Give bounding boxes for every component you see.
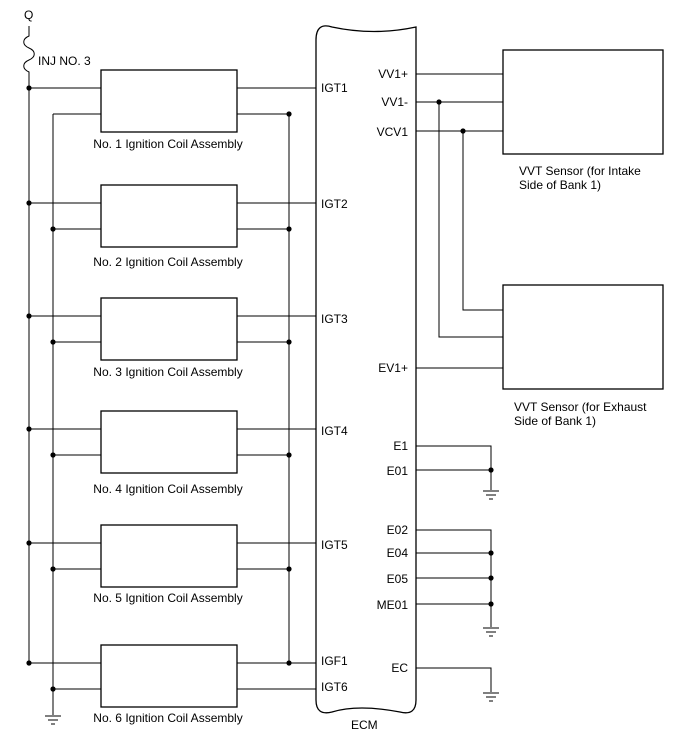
coil-2-box: [100, 184, 238, 248]
ground-symbol-coils: [45, 715, 61, 725]
coil-label-5: No. 5 Ignition Coil Assembly: [93, 591, 243, 605]
junction-dot: [26, 313, 32, 319]
supply-node-label: Q: [24, 8, 34, 22]
pin-vv1-minus: VV1-: [381, 95, 408, 109]
junction-dot: [286, 339, 292, 345]
coil-wires: [26, 69, 316, 708]
junction-dot: [286, 226, 292, 232]
pin-igt4: IGT4: [321, 424, 348, 438]
coil-label-3: No. 3 Ignition Coil Assembly: [93, 365, 243, 379]
junction-dot: [436, 99, 442, 105]
junction-dot: [286, 452, 292, 458]
coil-6-box: [100, 644, 238, 708]
junction-dot: [26, 660, 32, 666]
pin-me01: ME01: [376, 598, 408, 612]
ground-symbol-ec: [483, 692, 499, 702]
ground-symbol-e1: [483, 490, 499, 500]
ecm-box: [315, 25, 417, 714]
pin-vv1-plus: VV1+: [378, 67, 408, 81]
junction-dot: [50, 226, 56, 232]
pin-ec: EC: [391, 661, 408, 675]
pin-igt2: IGT2: [321, 197, 348, 211]
junction-dot: [286, 566, 292, 572]
vvt-sensor-intake-label: VVT Sensor (for Intake Side of Bank 1): [519, 164, 641, 192]
wire-ec: [416, 667, 492, 692]
pin-e05: E05: [386, 572, 408, 586]
pin-igt3: IGT3: [321, 312, 348, 326]
pin-e01: E01: [386, 464, 408, 478]
pin-igf1: IGF1: [321, 654, 348, 668]
coil-5-box: [100, 524, 238, 588]
junction-dot: [26, 540, 32, 546]
junction-dot: [26, 200, 32, 206]
junction-dot: [26, 85, 32, 91]
pin-igt6: IGT6: [321, 680, 348, 694]
pin-vcv1: VCV1: [376, 125, 408, 139]
coil-label-4: No. 4 Ignition Coil Assembly: [93, 482, 243, 496]
pin-e1: E1: [393, 439, 408, 453]
coil-label-6: No. 6 Ignition Coil Assembly: [93, 711, 243, 725]
junction-dot: [488, 550, 494, 556]
junction-dot: [488, 467, 494, 473]
pin-igt1: IGT1: [321, 81, 348, 95]
ecm-label: ECM: [351, 718, 378, 732]
junction-dot: [50, 452, 56, 458]
vvt-sensor-exhaust-label: VVT Sensor (for Exhaust Side of Bank 1): [514, 400, 647, 428]
coil-1-box: [100, 69, 238, 133]
coil-label-2: No. 2 Ignition Coil Assembly: [93, 255, 243, 269]
junction-dot: [488, 601, 494, 607]
junction-dot: [26, 426, 32, 432]
wire-e02: [416, 529, 492, 627]
pin-ev1-plus: EV1+: [378, 361, 408, 375]
junction-dot: [286, 660, 292, 666]
vvt-sensor-exhaust-box: [502, 284, 664, 390]
junction-dot: [488, 575, 494, 581]
coil-4-box: [100, 410, 238, 474]
vvt-sensor-intake-box: [502, 49, 664, 155]
wire-e1: [416, 445, 492, 490]
junction-dot: [50, 686, 56, 692]
pin-e02: E02: [386, 523, 408, 537]
fuse-symbol: [23, 26, 35, 88]
wire-vcv1-branch: [462, 131, 503, 311]
pin-igt5: IGT5: [321, 538, 348, 552]
junction-dot: [50, 566, 56, 572]
ground-symbol-e02: [483, 627, 499, 637]
pin-e04: E04: [386, 546, 408, 560]
coil-3-box: [100, 297, 238, 361]
junction-dot: [460, 128, 466, 134]
wire-vv1-minus-branch: [438, 102, 503, 338]
junction-dot: [286, 111, 292, 117]
fuse-label: INJ NO. 3: [38, 54, 91, 68]
junction-dot: [50, 339, 56, 345]
coil-label-1: No. 1 Ignition Coil Assembly: [93, 137, 243, 151]
